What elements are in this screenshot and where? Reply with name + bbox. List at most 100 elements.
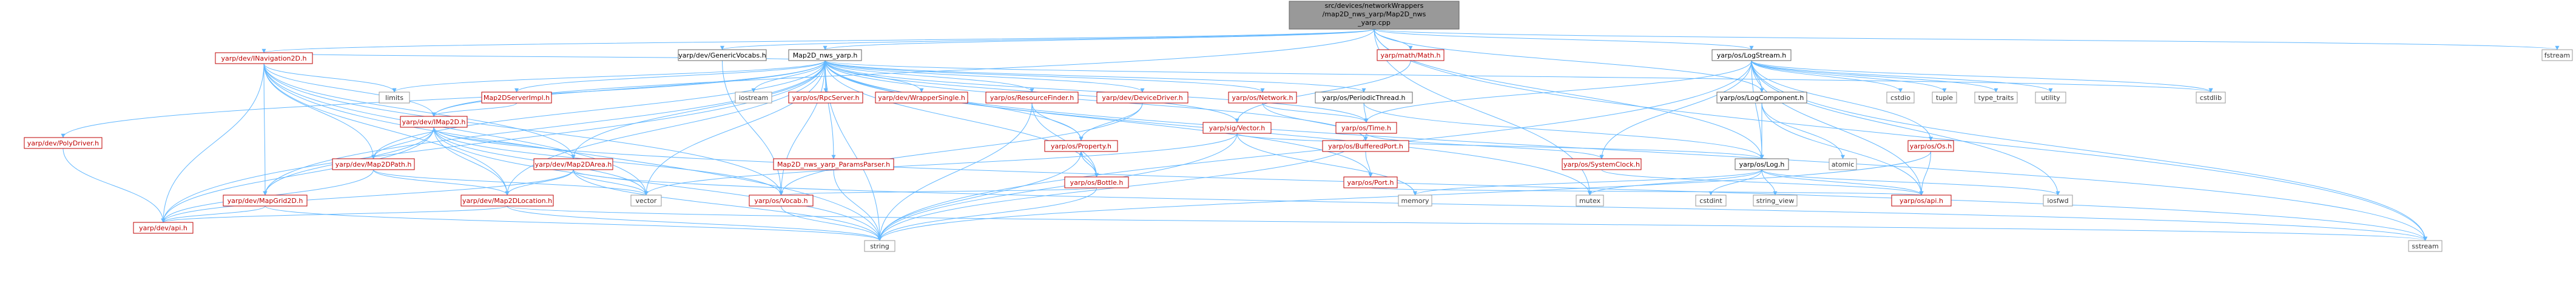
node-box <box>749 195 814 207</box>
node-bottle[interactable]: yarp/os/Bottle.h <box>1064 176 1129 188</box>
node-network[interactable]: yarp/os/Network.h <box>1228 91 1297 104</box>
edge-logstream-to-utility <box>1751 60 2053 93</box>
edge-imap2d-to-sstream <box>433 127 2427 241</box>
node-label: Map2D_nws_yarp.h <box>793 52 858 59</box>
node-port[interactable]: yarp/os/Port.h <box>1343 176 1398 188</box>
node-label: yarp/os/Bottle.h <box>1070 179 1124 187</box>
node-vocab[interactable]: yarp/os/Vocab.h <box>749 195 814 207</box>
node-resource_finder[interactable]: yarp/os/ResourceFinder.h <box>985 91 1079 104</box>
node-label: yarp/os/LogStream.h <box>1717 52 1787 59</box>
node-imap2d[interactable]: yarp/dev/IMap2D.h <box>400 116 468 128</box>
edge-bottle-to-string <box>877 187 1097 241</box>
edge-logstream-to-log_h <box>1751 60 1764 159</box>
edge-inav2d-to-imap2d <box>263 63 436 117</box>
node-label: fstream <box>2544 52 2570 59</box>
node-mutex: mutex <box>1576 195 1604 207</box>
node-label: iosfwd <box>2047 197 2068 205</box>
node-label: yarp/os/Os.h <box>1910 142 1952 150</box>
node-os_api[interactable]: yarp/os/api.h <box>1891 195 1952 207</box>
node-box <box>1315 91 1413 104</box>
edge-map2d_h-to-resource_finder <box>824 60 1034 93</box>
edge-sig_vector-to-memory <box>1236 133 1417 196</box>
edge-logstream-to-system_clock <box>1599 60 1752 159</box>
node-memory: memory <box>1398 195 1432 207</box>
edge-map2d_h-to-map2dpath <box>371 60 826 159</box>
node-box <box>1907 140 1954 152</box>
edge-root-to-inav2d <box>262 28 1375 53</box>
node-logstream[interactable]: yarp/os/LogStream.h <box>1711 49 1792 61</box>
node-box <box>1322 140 1409 152</box>
node-box <box>1974 91 2018 104</box>
node-box <box>2541 49 2573 61</box>
node-root[interactable]: src/devices/networkWrappers/map2D_nws_ya… <box>1289 1 1460 30</box>
node-label: yarp/os/ResourceFinder.h <box>990 94 1074 102</box>
edge-logstream-to-cstdio <box>1751 60 1903 93</box>
node-label: yarp/dev/IMap2D.h <box>402 118 466 126</box>
edge-root-to-sstream <box>1374 28 2427 241</box>
node-ymath[interactable]: yarp/math/Math.h <box>1377 49 1445 61</box>
node-label: yarp/dev/PolyDriver.h <box>27 139 99 147</box>
edge-imap2d-to-map2dlocation <box>433 127 510 196</box>
edge-buffered_port-to-port <box>1365 151 1373 178</box>
node-mapgrid2d[interactable]: yarp/dev/MapGrid2D.h <box>223 195 308 207</box>
node-box <box>1886 91 1915 104</box>
node-label: limits <box>385 94 403 102</box>
edge-imap2d-to-map2darea <box>433 127 576 159</box>
node-box <box>864 240 895 252</box>
edge-inav2d-to-vocab <box>263 63 783 196</box>
edge-system_clock-to-os_api <box>1601 169 1924 196</box>
edge-map2d_h-to-map2d_server_impl <box>514 60 826 93</box>
node-system_clock[interactable]: yarp/os/SystemClock.h <box>1562 158 1642 170</box>
node-log_component[interactable]: yarp/os/LogComponent.h <box>1716 91 1807 104</box>
edge-log_h-to-string_view <box>1761 169 1778 196</box>
edge-polydriver-to-dev_api <box>62 148 166 223</box>
node-tuple: tuple <box>1932 91 1957 104</box>
node-cstdlib: cstdlib <box>2196 91 2226 104</box>
node-label: yarp/dev/WrapperSingle.h <box>878 94 965 102</box>
node-map2d_params[interactable]: Map2D_nws_yarp_ParamsParser.h <box>773 158 894 170</box>
edge-map2darea-to-vector_std <box>573 169 649 196</box>
edge-map2d_h-to-periodic_thread <box>824 60 1366 93</box>
edge-map2d_h-to-imap2d <box>431 60 826 117</box>
edge-vocab-to-string <box>781 205 882 241</box>
node-string_view: string_view <box>1753 195 1798 207</box>
node-map2d_server_impl[interactable]: Map2DServerImpl.h <box>481 91 552 104</box>
node-label: yarp/math/Math.h <box>1381 52 1441 59</box>
node-generic_vocabs[interactable]: yarp/dev/GenericVocabs.h <box>678 49 767 61</box>
node-label: yarp/os/api.h <box>1900 197 1943 205</box>
node-buffered_port[interactable]: yarp/os/BufferedPort.h <box>1322 140 1409 152</box>
node-box <box>985 91 1079 104</box>
node-map2dlocation[interactable]: yarp/dev/Map2DLocation.h <box>460 195 554 207</box>
node-box <box>1711 49 1792 61</box>
node-label: yarp/os/Log.h <box>1739 161 1785 168</box>
node-time[interactable]: yarp/os/Time.h <box>1335 122 1397 134</box>
node-map2d_h[interactable]: Map2D_nws_yarp.h <box>788 49 862 61</box>
node-inav2d[interactable]: yarp/dev/INavigation2D.h <box>215 52 313 64</box>
node-sig_vector[interactable]: yarp/sig/Vector.h <box>1202 122 1272 134</box>
node-rpcserver[interactable]: yarp/os/RpcServer.h <box>788 91 863 104</box>
node-os_h[interactable]: yarp/os/Os.h <box>1907 140 1954 152</box>
node-log_h[interactable]: yarp/os/Log.h <box>1735 158 1789 170</box>
edge-map2darea-to-string <box>573 169 882 241</box>
node-wrapper_single[interactable]: yarp/dev/WrapperSingle.h <box>875 91 968 104</box>
node-map2darea[interactable]: yarp/dev/Map2DArea.h <box>533 158 613 170</box>
node-polydriver[interactable]: yarp/dev/PolyDriver.h <box>24 137 103 149</box>
edge-log_component-to-atomic <box>1761 102 1845 159</box>
node-dev_api[interactable]: yarp/dev/api.h <box>133 222 194 234</box>
node-device_driver[interactable]: yarp/dev/DeviceDriver.h <box>1096 91 1189 104</box>
edge-log_h-to-mutex <box>1588 169 1762 196</box>
edge-imap2d-to-string <box>433 127 882 241</box>
edge-log_h-to-cstdint <box>1708 169 1762 196</box>
node-periodic_thread[interactable]: yarp/os/PeriodicThread.h <box>1315 91 1413 104</box>
node-box <box>1695 195 1727 207</box>
edge-logstream-to-type_traits <box>1751 60 1998 93</box>
node-label: yarp/dev/DeviceDriver.h <box>1102 94 1182 102</box>
node-iosfwd: iosfwd <box>2043 195 2073 207</box>
node-property[interactable]: yarp/os/Property.h <box>1044 140 1118 152</box>
node-box <box>2196 91 2226 104</box>
node-map2dpath[interactable]: yarp/dev/Map2DPath.h <box>332 158 415 170</box>
edge-imap2d-to-dev_api <box>161 127 434 223</box>
edge-map2d_h-to-limits <box>392 60 826 93</box>
node-label: yarp/dev/Map2DPath.h <box>335 161 412 168</box>
node-limits: limits <box>379 91 410 104</box>
